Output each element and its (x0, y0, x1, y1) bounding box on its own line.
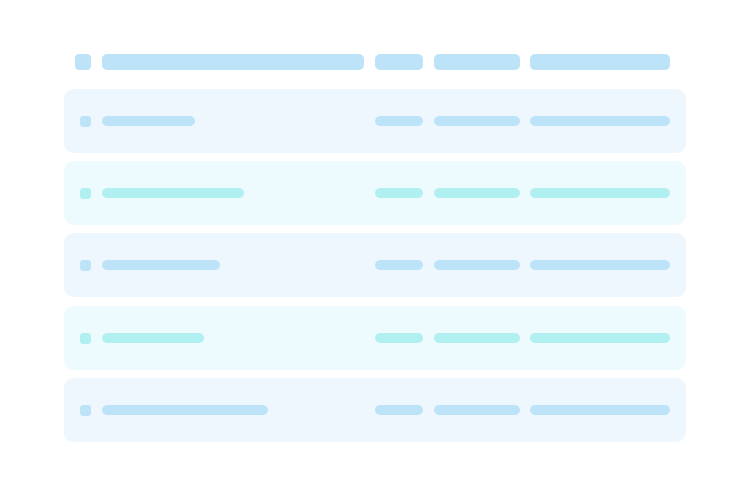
row-cell-1-placeholder (102, 116, 195, 126)
row-checkbox-placeholder[interactable] (80, 333, 91, 344)
table-row[interactable] (64, 161, 686, 225)
row-cell-4-placeholder (530, 260, 670, 270)
row-cell-4-placeholder (530, 333, 670, 343)
table-row[interactable] (64, 306, 686, 370)
row-checkbox-placeholder[interactable] (80, 405, 91, 416)
row-cell-1-placeholder (102, 188, 244, 198)
row-cell-3-placeholder (434, 333, 520, 343)
header-column-2-placeholder (375, 54, 423, 70)
row-cell-2-placeholder (375, 116, 423, 126)
header-select-all-checkbox-placeholder[interactable] (75, 54, 91, 70)
row-cell-1-placeholder (102, 260, 220, 270)
header-column-1-placeholder (102, 54, 364, 70)
row-cell-3-placeholder (434, 405, 520, 415)
header-column-4-placeholder (530, 54, 670, 70)
row-checkbox-placeholder[interactable] (80, 116, 91, 127)
row-checkbox-placeholder[interactable] (80, 260, 91, 271)
row-cell-2-placeholder (375, 188, 423, 198)
row-cell-2-placeholder (375, 405, 423, 415)
row-cell-3-placeholder (434, 188, 520, 198)
row-cell-4-placeholder (530, 116, 670, 126)
row-cell-3-placeholder (434, 116, 520, 126)
table-row[interactable] (64, 89, 686, 153)
row-cell-1-placeholder (102, 333, 204, 343)
row-cell-1-placeholder (102, 405, 268, 415)
header-column-3-placeholder (434, 54, 520, 70)
row-cell-2-placeholder (375, 260, 423, 270)
row-cell-4-placeholder (530, 405, 670, 415)
row-cell-3-placeholder (434, 260, 520, 270)
table-row[interactable] (64, 233, 686, 297)
row-cell-2-placeholder (375, 333, 423, 343)
table-row[interactable] (64, 378, 686, 442)
table-header (64, 46, 686, 78)
row-checkbox-placeholder[interactable] (80, 188, 91, 199)
row-cell-4-placeholder (530, 188, 670, 198)
